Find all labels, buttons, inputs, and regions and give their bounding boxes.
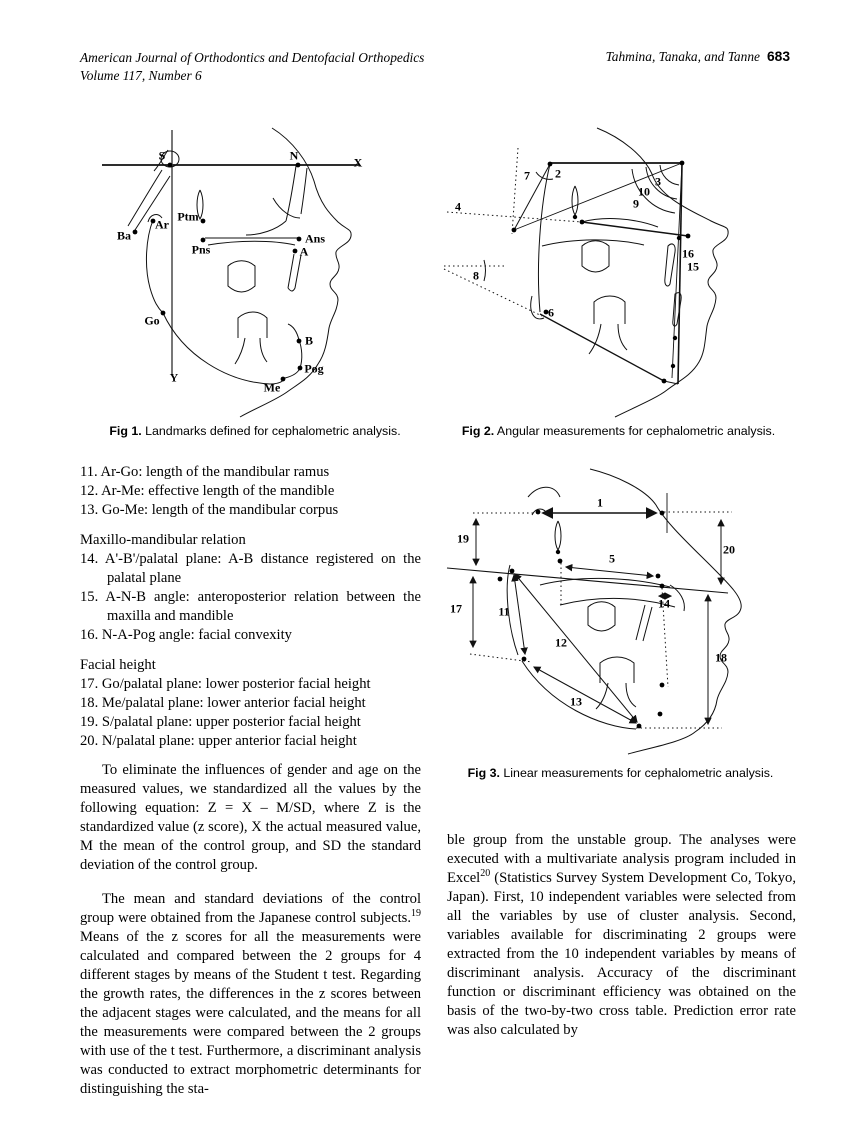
authors: Tahmina, Tanaka, and Tanne — [605, 49, 760, 64]
figure-label: Pns — [191, 242, 211, 257]
figure-label: 10 — [638, 184, 650, 199]
figure-label: 12 — [555, 635, 567, 650]
figure-label: 3 — [655, 174, 661, 189]
figure-label: 13 — [570, 694, 582, 709]
figure-label: Ptm — [177, 209, 199, 224]
figure-label: N — [289, 148, 299, 163]
figure-3-caption-label: Fig 3. — [467, 766, 500, 780]
figure-label: 6 — [548, 305, 554, 320]
paragraph-statistics: The mean and standard deviations of the … — [80, 890, 421, 1099]
figure-label: Pog — [304, 361, 324, 376]
figure-label: Me — [263, 380, 281, 395]
page-number: 683 — [766, 49, 790, 64]
reference-20: 20 — [480, 868, 491, 880]
figure-2-caption-text: Angular measurements for cephalometric a… — [494, 424, 776, 438]
figure-2-caption: Fig 2. Angular measurements for cephalom… — [435, 424, 802, 438]
figure-label: 5 — [609, 551, 615, 566]
figure-label: X — [353, 155, 363, 170]
page-header: American Journal of Orthodontics and Den… — [80, 49, 790, 84]
figure-label: 15 — [687, 259, 699, 274]
figure-label: 4 — [455, 199, 461, 214]
paragraph-statistics-text: The mean and standard deviations of the … — [80, 890, 421, 926]
figure-label: 1 — [597, 495, 603, 510]
journal-title: American Journal of Orthodontics and Den… — [80, 50, 425, 65]
figure-1-drawing — [88, 126, 420, 420]
figure-3-caption: Fig 3. Linear measurements for cephalome… — [437, 766, 804, 780]
figure-label: 7 — [524, 168, 530, 183]
list-item-17: 17. Go/palatal plane: lower posterior fa… — [80, 676, 371, 692]
list-item-11: 11. Ar-Go: length of the mandibular ramu… — [80, 464, 330, 480]
figure-label: Ba — [116, 228, 132, 243]
figure-2-drawing — [432, 126, 804, 420]
list-item-19: 19. S/palatal plane: upper posterior fac… — [80, 714, 361, 730]
paragraph-standardization: To eliminate the influences of gender an… — [80, 762, 421, 873]
heading-facial-height: Facial height — [80, 657, 156, 673]
figure-label: 18 — [715, 650, 727, 665]
paragraph-statistics-text-cont: Means of the z scores for all the measur… — [80, 928, 421, 1097]
figure-3-caption-text: Linear measurements for cephalometric an… — [499, 766, 774, 780]
paragraph-discriminant-text: ble group from the unstable group. The a… — [447, 832, 796, 886]
figure-1-caption-text: Landmarks defined for cephalometric anal… — [141, 424, 401, 438]
list-item-18: 18. Me/palatal plane: lower anterior fac… — [80, 695, 366, 711]
figure-label: Ans — [304, 231, 326, 246]
figure-label: 20 — [723, 542, 735, 557]
figure-label: 19 — [457, 531, 469, 546]
figure-label: 11 — [498, 604, 510, 619]
paragraph-discriminant-text-cont: (Statistics Survey System Development Co… — [447, 870, 796, 1038]
running-head: Tahmina, Tanaka, and Tanne 683 — [606, 49, 790, 65]
figure-label: 16 — [682, 246, 694, 261]
figure-label: Ar — [155, 217, 169, 232]
heading-maxillo-mandibular: Maxillo-mandibular relation — [80, 532, 246, 548]
figure-2-caption-label: Fig 2. — [461, 424, 495, 438]
figure-label: 2 — [555, 166, 561, 181]
figure-label: S — [158, 148, 166, 163]
right-column: ble group from the unstable group. The a… — [447, 831, 796, 1040]
journal-title-block: American Journal of Orthodontics and Den… — [80, 49, 424, 84]
list-item-12: 12. Ar-Me: effective length of the mandi… — [80, 483, 335, 499]
reference-19: 19 — [411, 907, 421, 919]
list-item-16: 16. N-A-Pog angle: facial convexity — [80, 627, 292, 643]
list-item-13: 13. Go-Me: length of the mandibular corp… — [80, 502, 339, 518]
figure-label: A — [299, 244, 309, 259]
list-item-15: 15. A-N-B angle: anteroposterior relatio… — [80, 589, 421, 624]
figure-label: Y — [169, 370, 179, 385]
figure-label: B — [304, 333, 314, 348]
figure-3-drawing — [440, 455, 804, 757]
figure-label: 8 — [473, 268, 479, 283]
figure-3-linear-measurements: 1 19 20 5 17 11 12 13 14 18 — [440, 455, 804, 757]
figure-1-caption-label: Fig 1. — [109, 424, 142, 438]
left-column: 11. Ar-Go: length of the mandibular ramu… — [80, 463, 421, 1113]
paragraph-discriminant: ble group from the unstable group. The a… — [447, 831, 796, 1040]
list-item-20: 20. N/palatal plane: upper anterior faci… — [80, 733, 357, 749]
figure-label: 14 — [658, 596, 670, 611]
figure-label: 9 — [633, 196, 639, 211]
figure-1-caption: Fig 1. Landmarks defined for cephalometr… — [90, 424, 420, 438]
list-item-14: 14. A'-B'/palatal plane: A-B distance re… — [80, 551, 421, 586]
figure-label: Go — [144, 313, 160, 328]
figure-label: 17 — [450, 601, 462, 616]
journal-volume: Volume 117, Number 6 — [80, 67, 202, 83]
